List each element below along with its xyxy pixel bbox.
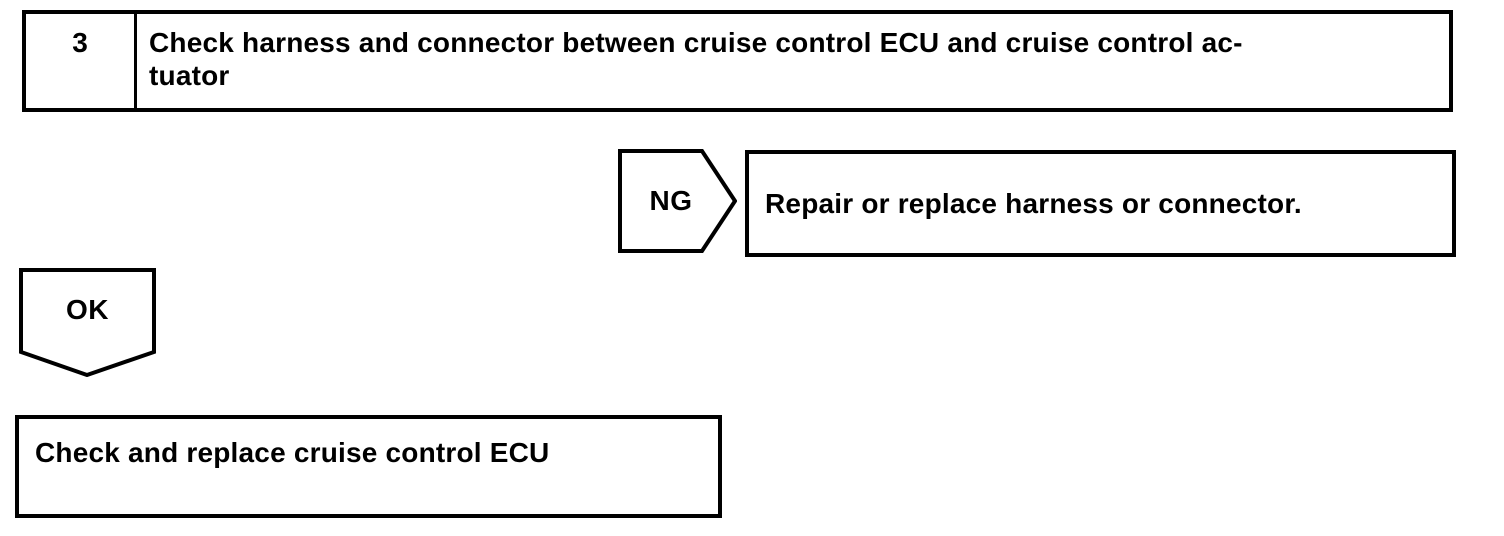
- step-number: 3: [26, 14, 137, 108]
- ok-action-box: Check and replace cruise control ECU: [15, 415, 722, 518]
- ok-connector: OK: [19, 268, 156, 377]
- step-instruction-line2: tuator: [149, 60, 230, 91]
- ok-connector-label: OK: [66, 294, 109, 325]
- step-box: 3 Check harness and connector between cr…: [22, 10, 1453, 112]
- ng-connector-label: NG: [649, 185, 693, 216]
- ng-action-text: Repair or replace harness or connector.: [765, 187, 1302, 219]
- step-instruction: Check harness and connector between crui…: [137, 14, 1449, 108]
- ok-pentagon-icon: [19, 268, 156, 377]
- ng-pentagon-icon: [618, 149, 737, 253]
- step-instruction-line1: Check harness and connector between crui…: [149, 27, 1243, 58]
- ng-action-box: Repair or replace harness or connector.: [745, 150, 1456, 257]
- ng-connector: NG: [618, 149, 737, 253]
- ok-action-text: Check and replace cruise control ECU: [35, 437, 550, 468]
